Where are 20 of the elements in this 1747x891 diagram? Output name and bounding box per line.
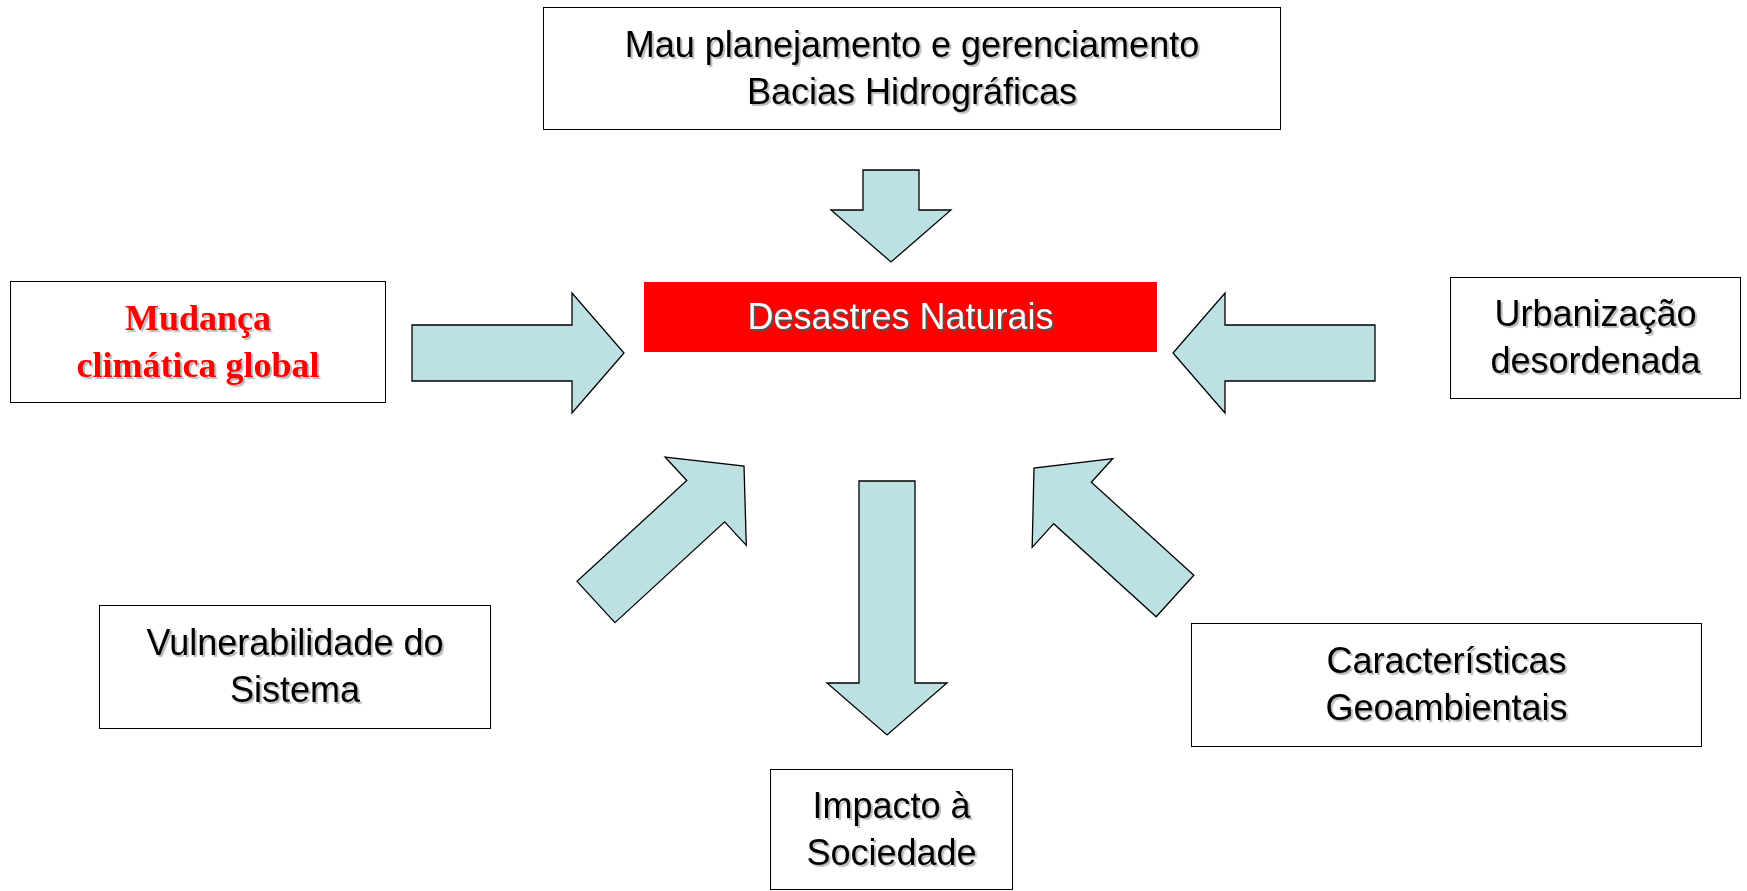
box-label: Mau planejamento e gerenciamento Bacias Hidrográficas	[623, 22, 1201, 114]
box-label: Mudança climática global	[75, 297, 321, 387]
block-arrow	[829, 169, 953, 263]
block-arrow	[1172, 291, 1376, 415]
block-arrow	[576, 456, 747, 624]
box-label: Características Geoambientais	[1324, 639, 1569, 730]
title-box	[644, 282, 1157, 352]
cause-box	[770, 769, 1013, 890]
block-arrow	[1031, 457, 1195, 618]
box-label: Vulnerabilidade do Sistema	[145, 621, 445, 712]
cause-box	[99, 605, 491, 729]
cause-box	[543, 7, 1281, 130]
box-label: Desastres Naturais	[747, 294, 1054, 339]
cause-box	[1450, 277, 1741, 399]
cause-box	[1191, 623, 1702, 747]
block-arrow	[825, 480, 949, 736]
box-label: Impacto à Sociedade	[805, 783, 978, 875]
box-label: Urbanização desordenada	[1489, 292, 1702, 383]
cause-box	[10, 281, 386, 403]
block-arrow	[411, 291, 625, 415]
